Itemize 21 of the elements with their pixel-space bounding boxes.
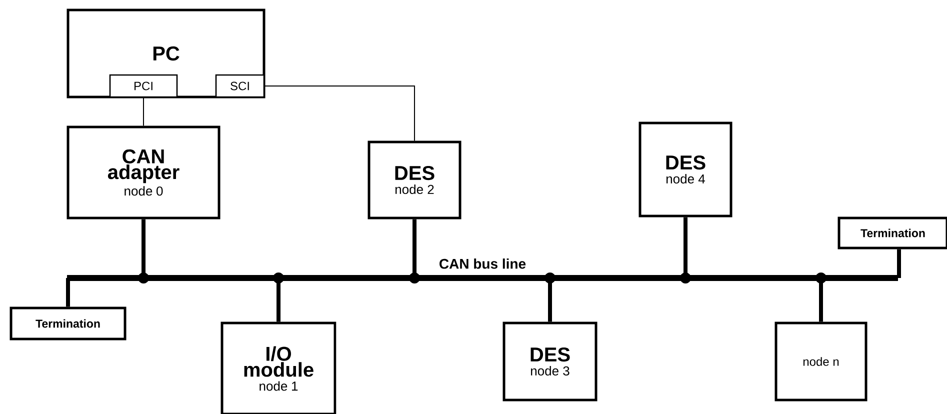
connector-line xyxy=(66,278,70,307)
connector-line xyxy=(273,272,284,322)
node-box: DES node 2 xyxy=(368,140,462,220)
connector-line xyxy=(816,272,826,322)
bus-label: CAN bus line xyxy=(440,258,526,269)
connector-line xyxy=(544,272,556,322)
node-box: node n xyxy=(774,322,868,402)
connector-line xyxy=(409,219,420,284)
adapter-box: CAN adapter node 0 xyxy=(66,126,220,220)
termination-box: Termination xyxy=(838,216,947,250)
connector-line xyxy=(138,219,150,284)
port-box: SCI xyxy=(215,74,265,98)
port-box: PCI xyxy=(109,74,178,98)
node-box: DES node 3 xyxy=(502,322,598,402)
node-box: DES node 4 xyxy=(638,122,732,218)
connector-line xyxy=(897,249,901,278)
connector-line xyxy=(143,97,144,126)
connector-line xyxy=(680,217,691,284)
termination-box: Termination xyxy=(10,306,126,340)
node-box: I/O module node 1 xyxy=(220,322,336,414)
connector-line xyxy=(264,86,415,142)
